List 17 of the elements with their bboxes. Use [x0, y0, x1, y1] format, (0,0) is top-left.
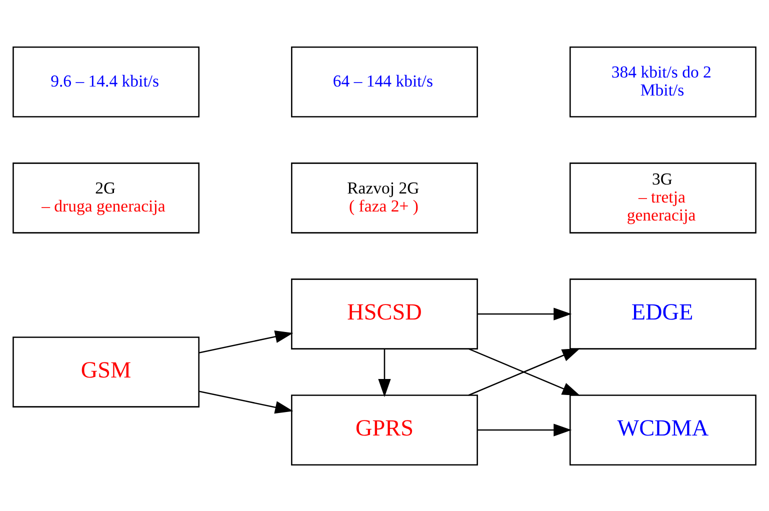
arrow: [468, 348, 580, 396]
node-box: 9.6 – 14.4 kbit/s: [12, 46, 200, 117]
arrow: [478, 307, 572, 320]
node-box: 64 – 144 kbit/s: [291, 46, 478, 117]
node-box: HSCSD: [291, 278, 478, 349]
arrow: [199, 390, 294, 414]
arrow: [378, 348, 391, 397]
arrow: [478, 423, 572, 436]
node-box: GPRS: [291, 394, 478, 465]
arrow: [199, 330, 294, 353]
node-box: WCDMA: [570, 394, 756, 465]
node-box: Razvoj 2G ( faza 2+ ): [291, 162, 478, 233]
node-box: GSM: [12, 336, 200, 407]
node-box: EDGE: [570, 278, 756, 349]
node-box: 3G – tretja generacija: [570, 162, 756, 233]
node-box: 384 kbit/s do 2 Mbit/s: [570, 46, 756, 117]
node-box: 2G – druga generacija: [12, 162, 200, 233]
